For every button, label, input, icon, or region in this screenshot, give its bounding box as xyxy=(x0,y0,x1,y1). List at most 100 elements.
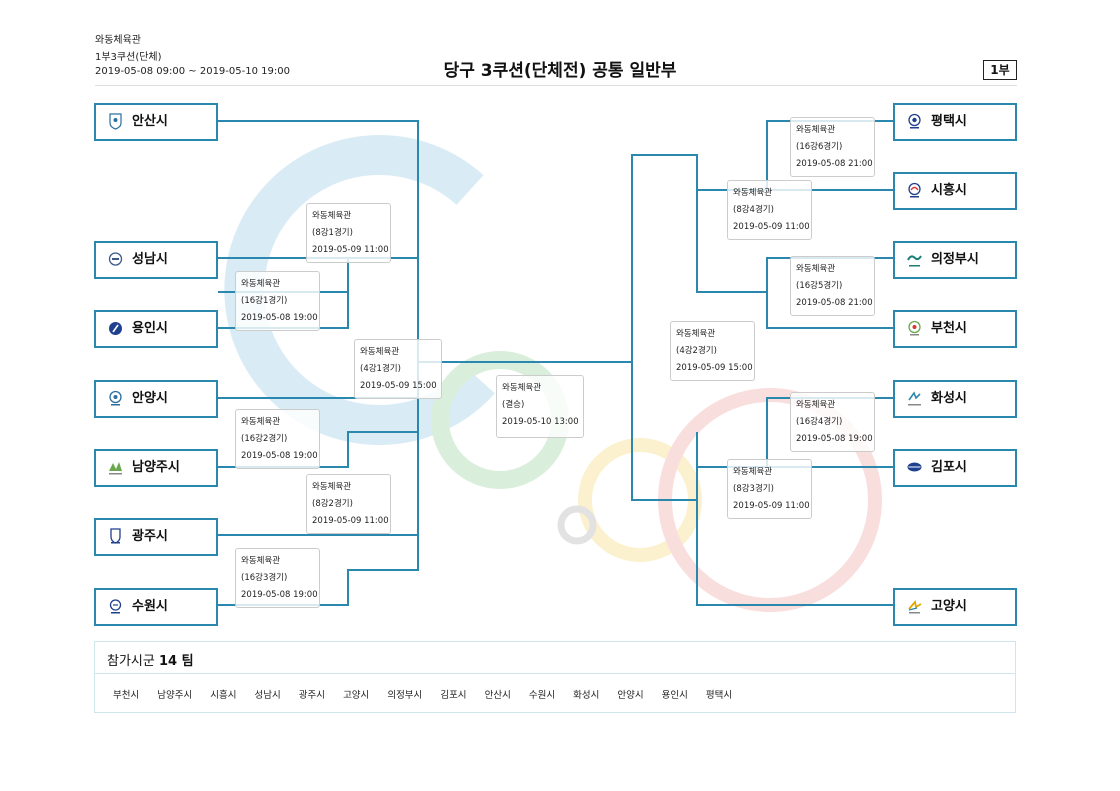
team-name: 용인시 xyxy=(132,321,168,336)
match-round: (16강4경기) xyxy=(796,417,843,427)
participant-item: 안산시 xyxy=(484,690,511,701)
participant-item: 평택시 xyxy=(705,690,733,701)
team-name: 안양시 xyxy=(132,391,168,406)
team-card[interactable]: 안양시 xyxy=(94,380,218,418)
match-round: (4강1경기) xyxy=(360,364,401,374)
match-time: 2019-05-08 19:00 xyxy=(241,451,318,461)
team-card[interactable]: 광주시 xyxy=(94,518,218,556)
city-emblem-icon xyxy=(109,599,122,614)
match-box[interactable]: 와동체육관 (8강2경기) 2019-05-09 11:00 xyxy=(306,474,391,534)
team-card[interactable]: 남양주시 xyxy=(94,449,218,487)
participants-count: 14 팀 xyxy=(158,654,194,669)
match-round: (16강3경기) xyxy=(241,573,288,583)
match-round: (16강1경기) xyxy=(241,296,288,306)
match-venue: 와동체육관 xyxy=(312,211,352,221)
participants-divider xyxy=(95,673,1015,674)
team-card[interactable]: 안산시 xyxy=(94,103,218,141)
team-name: 화성시 xyxy=(931,391,967,406)
team-card[interactable]: 수원시 xyxy=(94,588,218,626)
match-box[interactable]: 와동체육관 (16강2경기) 2019-05-08 19:00 xyxy=(235,409,320,469)
match-venue: 와동체육관 xyxy=(676,329,716,339)
team-card[interactable]: 성남시 xyxy=(94,241,218,279)
team-name: 부천시 xyxy=(931,321,967,336)
match-time: 2019-05-08 19:00 xyxy=(241,313,318,323)
match-venue: 와동체육관 xyxy=(796,400,836,410)
participant-item: 광주시 xyxy=(298,690,326,701)
match-venue: 와동체육관 xyxy=(796,264,836,274)
match-venue: 와동체육관 xyxy=(241,279,281,289)
participants-panel: 참가시군 14 팀 부천시 남양주시 시흥시 성남시 광주시 고양시 의정부시 … xyxy=(94,641,1016,713)
participants-label: 참가시군 xyxy=(107,654,155,669)
team-name: 광주시 xyxy=(132,529,168,544)
participant-item: 화성시 xyxy=(573,690,600,701)
match-box-final[interactable]: 와동체육관 (결승) 2019-05-10 13:00 xyxy=(496,375,584,438)
city-emblem-icon xyxy=(109,113,122,130)
match-venue: 와동체육관 xyxy=(360,347,400,357)
participant-item: 김포시 xyxy=(440,690,467,701)
match-round: (16강6경기) xyxy=(796,142,843,152)
match-round: (결승) xyxy=(502,400,525,410)
match-venue: 와동체육관 xyxy=(312,482,352,492)
participant-item: 남양주시 xyxy=(157,690,193,701)
match-box[interactable]: 와동체육관 (8강4경기) 2019-05-09 11:00 xyxy=(727,180,812,240)
match-time: 2019-05-09 15:00 xyxy=(676,363,753,373)
city-emblem-icon xyxy=(110,528,121,544)
match-box[interactable]: 와동체육관 (8강1경기) 2019-05-09 11:00 xyxy=(306,203,391,263)
event-label: 1부3쿠션(단체) xyxy=(95,52,162,63)
team-card[interactable]: 의정부시 xyxy=(893,241,1017,279)
match-box[interactable]: 와동체육관 (8강3경기) 2019-05-09 11:00 xyxy=(727,459,812,519)
participant-item: 부천시 xyxy=(113,690,140,701)
match-box[interactable]: 와동체육관 (4강1경기) 2019-05-09 15:00 xyxy=(354,339,442,399)
team-name: 고양시 xyxy=(931,599,967,614)
team-card[interactable]: 평택시 xyxy=(893,103,1017,141)
team-name: 김포시 xyxy=(931,460,967,475)
participant-item: 용인시 xyxy=(661,690,688,701)
city-emblem-icon xyxy=(109,462,122,475)
participant-item: 의정부시 xyxy=(387,690,423,701)
match-box[interactable]: 와동체육관 (16강3경기) 2019-05-08 19:00 xyxy=(235,548,320,608)
participants-list: 부천시 남양주시 시흥시 성남시 광주시 고양시 의정부시 김포시 안산시 수원… xyxy=(113,687,747,701)
city-emblem-icon xyxy=(908,182,921,198)
participant-item: 안양시 xyxy=(617,690,644,701)
team-card[interactable]: 부천시 xyxy=(893,310,1017,348)
team-card[interactable]: 김포시 xyxy=(893,449,1017,487)
match-venue: 와동체육관 xyxy=(502,383,542,393)
match-box[interactable]: 와동체육관 (4강2경기) 2019-05-09 15:00 xyxy=(670,321,755,381)
match-time: 2019-05-09 11:00 xyxy=(312,245,389,255)
match-time: 2019-05-08 19:00 xyxy=(241,590,318,600)
team-card[interactable]: 용인시 xyxy=(94,310,218,348)
match-box[interactable]: 와동체육관 (16강1경기) 2019-05-08 19:00 xyxy=(235,271,320,331)
participant-item: 성남시 xyxy=(254,690,281,701)
match-round: (8강3경기) xyxy=(733,484,774,494)
match-venue: 와동체육관 xyxy=(733,467,773,477)
team-name: 성남시 xyxy=(132,252,168,267)
match-time: 2019-05-08 21:00 xyxy=(796,159,873,169)
team-name: 안산시 xyxy=(132,114,168,129)
match-round: (8강4경기) xyxy=(733,205,774,215)
match-venue: 와동체육관 xyxy=(733,188,773,198)
match-box[interactable]: 와동체육관 (16강5경기) 2019-05-08 21:00 xyxy=(790,256,875,316)
match-box[interactable]: 와동체육관 (16강6경기) 2019-05-08 21:00 xyxy=(790,117,875,177)
team-name: 평택시 xyxy=(931,114,967,129)
period-label: 2019-05-08 09:00 ~ 2019-05-10 19:00 xyxy=(95,66,290,77)
city-emblem-icon xyxy=(908,113,921,129)
match-box[interactable]: 와동체육관 (16강4경기) 2019-05-08 19:00 xyxy=(790,392,875,452)
match-time: 2019-05-09 11:00 xyxy=(733,501,810,511)
page-title: 당구 3쿠션(단체전) 공통 일반부 xyxy=(443,61,677,81)
city-emblem-icon xyxy=(908,320,921,336)
team-card[interactable]: 고양시 xyxy=(893,588,1017,626)
team-card[interactable]: 화성시 xyxy=(893,380,1017,418)
venue-label: 와동체육관 xyxy=(95,35,141,46)
match-venue: 와동체육관 xyxy=(241,417,281,427)
match-time: 2019-05-08 19:00 xyxy=(796,434,873,444)
participant-item: 시흥시 xyxy=(210,690,237,701)
match-round: (4강2경기) xyxy=(676,346,717,356)
team-name: 의정부시 xyxy=(931,252,979,267)
city-emblem-icon xyxy=(907,462,922,472)
city-emblem-icon xyxy=(109,390,122,406)
team-name: 수원시 xyxy=(132,599,168,614)
city-emblem-icon xyxy=(908,391,921,406)
city-emblem-icon xyxy=(108,252,123,266)
team-card[interactable]: 시흥시 xyxy=(893,172,1017,210)
match-venue: 와동체육관 xyxy=(241,556,281,566)
